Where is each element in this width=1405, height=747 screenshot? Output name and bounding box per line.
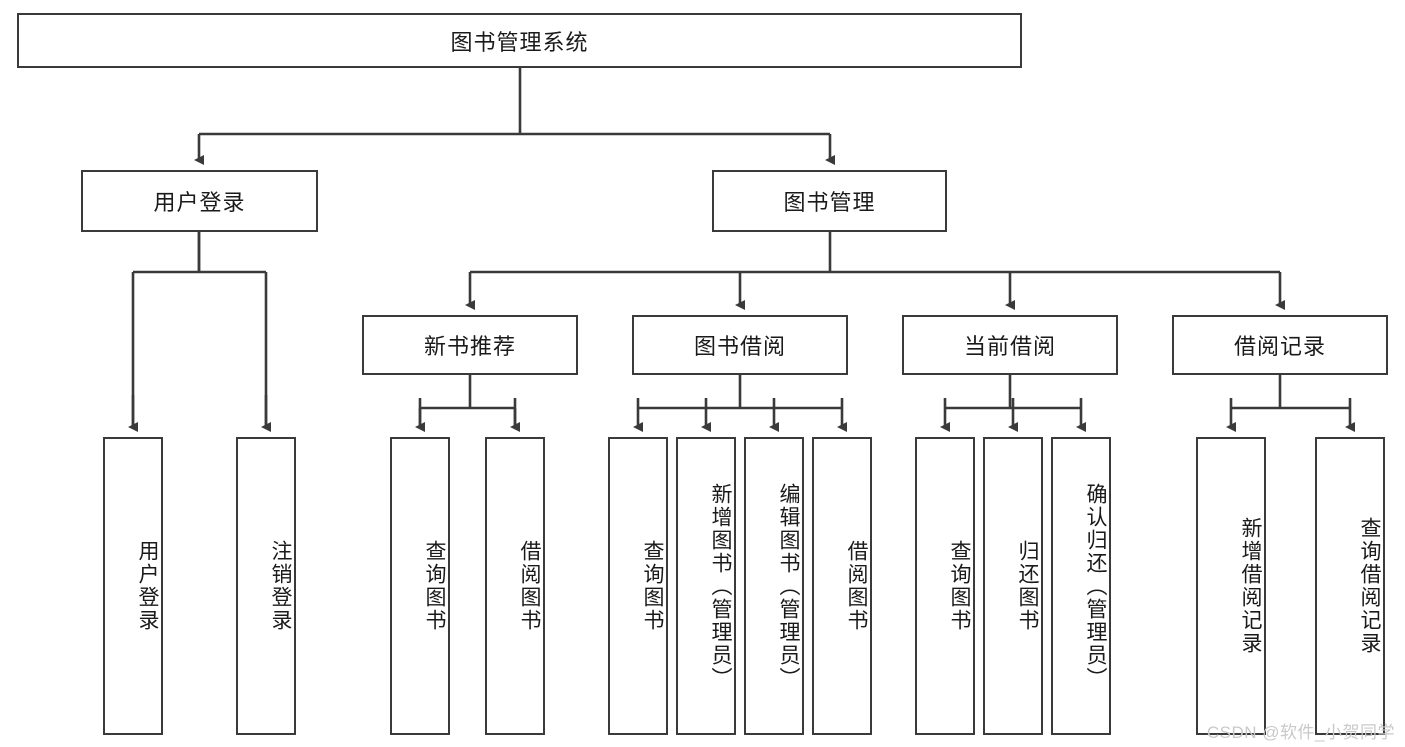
node-label: 新书推荐 <box>423 334 516 359</box>
node-leaf-borrow-book-recommend[interactable]: 借阅图书 <box>485 437 545 735</box>
node-label: 借阅图书 <box>845 540 868 632</box>
node-label: 归还图书 <box>1016 540 1039 632</box>
node-leaf-return-book[interactable]: 归还图书 <box>983 437 1043 735</box>
node-label: 借阅图书 <box>518 540 541 632</box>
node-leaf-confirm-return[interactable]: 确认归还（管理员） <box>1051 437 1111 735</box>
node-leaf-edit-book[interactable]: 编辑图书（管理员） <box>744 437 804 735</box>
node-leaf-borrow-book[interactable]: 借阅图书 <box>812 437 872 735</box>
node-label: 新增借阅记录 <box>1239 517 1262 655</box>
node-leaf-query-book-current[interactable]: 查询图书 <box>915 437 975 735</box>
node-label: 查询图书 <box>423 540 446 632</box>
node-label: 编辑图书（管理员） <box>777 482 800 690</box>
node-borrow-record[interactable]: 借阅记录 <box>1172 315 1388 375</box>
node-root-system[interactable]: 图书管理系统 <box>17 13 1022 68</box>
node-leaf-logout-login[interactable]: 注销登录 <box>236 437 296 735</box>
node-leaf-query-borrow-record[interactable]: 查询借阅记录 <box>1315 437 1385 735</box>
node-leaf-user-login[interactable]: 用户登录 <box>103 437 163 735</box>
node-label: 查询图书 <box>948 540 971 632</box>
node-user-login[interactable]: 用户登录 <box>81 170 318 232</box>
node-current-borrow[interactable]: 当前借阅 <box>902 315 1118 375</box>
csdn-watermark: CSDN @软件_小贺同学 <box>1206 723 1395 742</box>
node-label: 用户登录 <box>153 190 246 215</box>
node-label: 新增图书（管理员） <box>709 482 732 690</box>
node-leaf-add-borrow-record[interactable]: 新增借阅记录 <box>1196 437 1266 735</box>
node-label: 借阅记录 <box>1233 334 1326 359</box>
node-label: 注销登录 <box>269 540 292 632</box>
node-label: 图书管理 <box>783 190 876 215</box>
node-label: 图书借阅 <box>693 334 786 359</box>
node-leaf-query-book-recommend[interactable]: 查询图书 <box>390 437 450 735</box>
node-book-manage[interactable]: 图书管理 <box>712 170 947 232</box>
node-label: 图书管理系统 <box>450 29 589 55</box>
node-leaf-query-book-borrow[interactable]: 查询图书 <box>608 437 668 735</box>
node-new-book-recommend[interactable]: 新书推荐 <box>362 315 578 375</box>
node-book-borrow[interactable]: 图书借阅 <box>632 315 848 375</box>
node-label: 用户登录 <box>136 540 159 632</box>
node-label: 查询图书 <box>641 540 664 632</box>
node-label: 当前借阅 <box>963 334 1056 359</box>
node-label: 查询借阅记录 <box>1358 517 1381 655</box>
node-leaf-add-book[interactable]: 新增图书（管理员） <box>676 437 736 735</box>
node-label: 确认归还（管理员） <box>1084 482 1107 690</box>
